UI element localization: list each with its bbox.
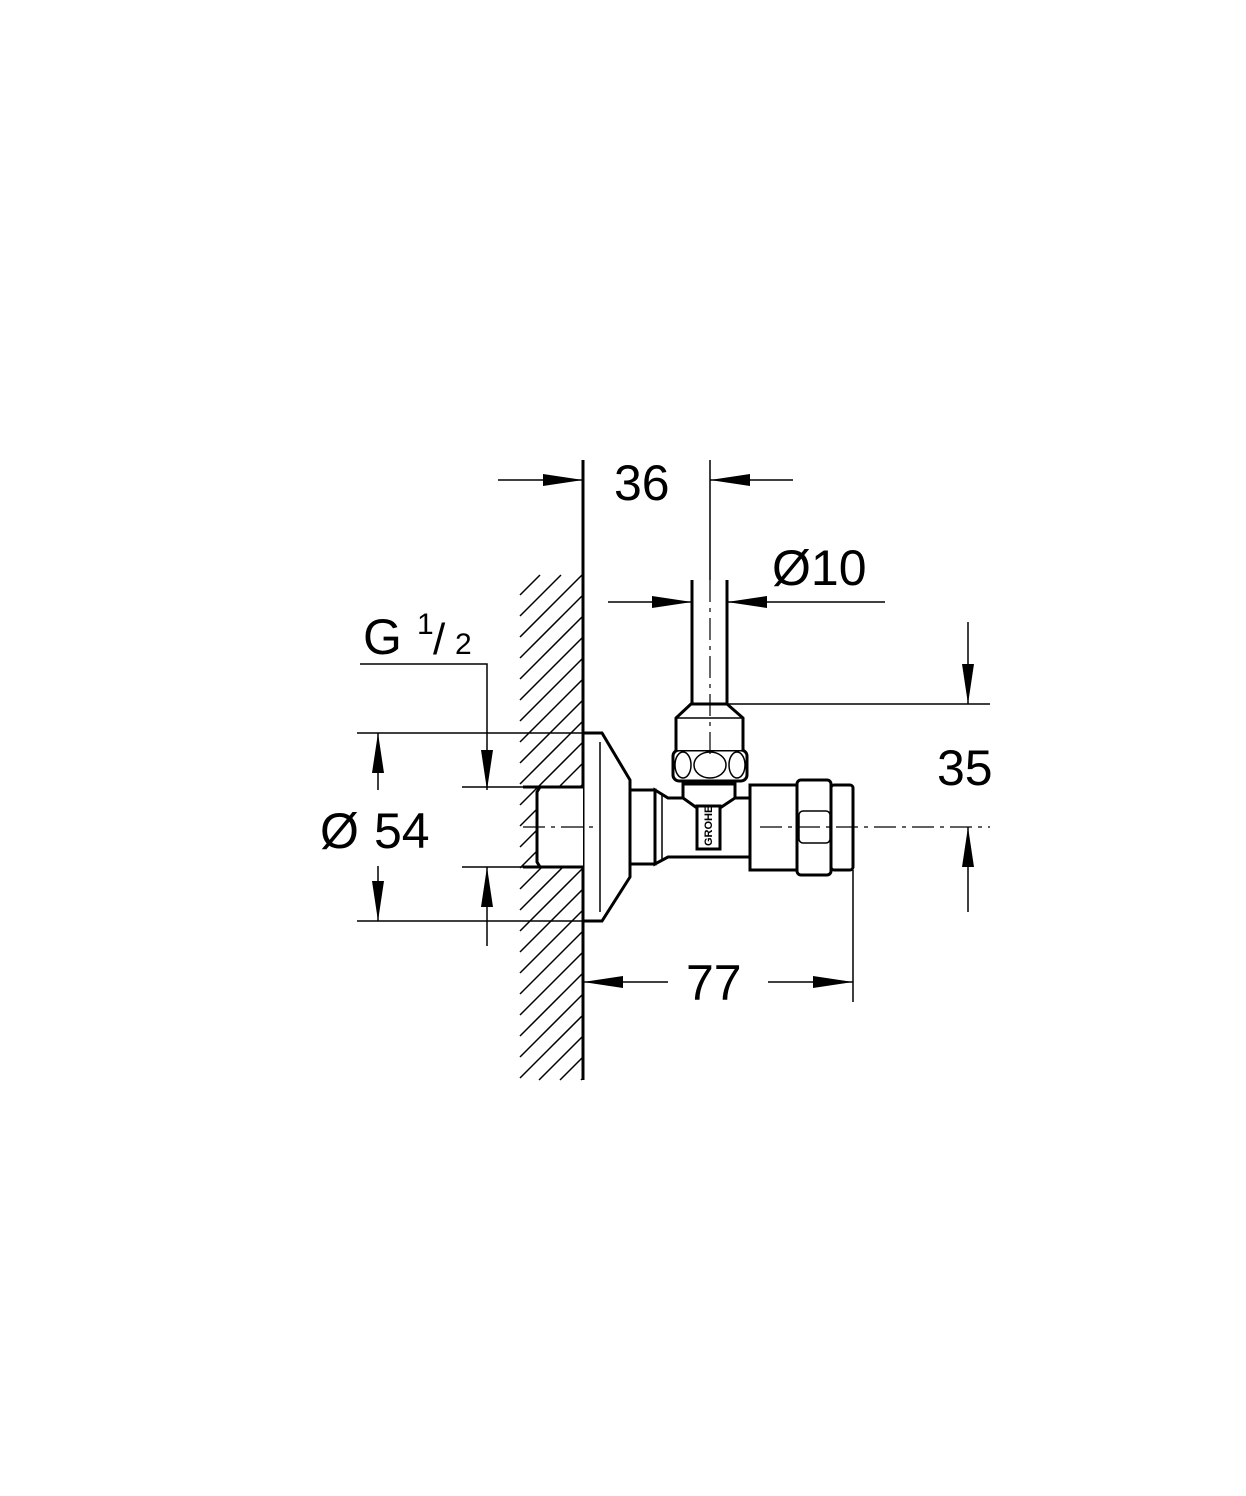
dim-35: 35 — [727, 622, 993, 912]
hatch-line — [559, 1056, 584, 1081]
hatch-line — [519, 657, 584, 722]
hatch-line — [519, 930, 584, 995]
hatch-line — [519, 993, 584, 1058]
dim-77: 77 — [583, 870, 854, 1011]
brand-mark: GROHE — [703, 806, 715, 846]
valve-body: GROHE — [628, 782, 752, 867]
thread-prefix: G — [363, 609, 402, 665]
thread-denominator: 2 — [455, 628, 472, 661]
hatch-line — [519, 594, 584, 659]
dim-d54-label: 54 — [374, 803, 430, 859]
dim-thread: G 1 / 2 — [360, 608, 523, 946]
hatch-line — [519, 972, 584, 1037]
hatch-line — [519, 615, 584, 680]
dim-d10: Ø10 — [608, 540, 885, 608]
thread-numerator: 1 — [417, 608, 434, 641]
hatch-line — [519, 699, 584, 764]
compression-nut — [671, 702, 749, 783]
hatch-line — [519, 574, 583, 638]
hatch-line — [519, 741, 584, 806]
hatch-line — [519, 720, 584, 785]
dim-d54: Ø 54 — [320, 732, 583, 922]
hatch-line — [538, 1035, 584, 1081]
hatch-line — [519, 678, 584, 743]
hatch-line — [519, 574, 541, 596]
dim-36-label: 36 — [614, 455, 670, 511]
dim-35-label: 35 — [937, 740, 993, 796]
hatch-line — [519, 951, 584, 1016]
dim-77-label: 77 — [686, 955, 742, 1011]
dim-d10-label: Ø10 — [772, 540, 867, 596]
hatch-line — [519, 1014, 584, 1079]
svg-text:/: / — [433, 615, 446, 664]
hatch-line — [519, 574, 562, 617]
diameter-symbol: Ø — [320, 803, 359, 859]
hatch-line — [519, 636, 584, 701]
dim-36: 36 — [498, 455, 793, 511]
